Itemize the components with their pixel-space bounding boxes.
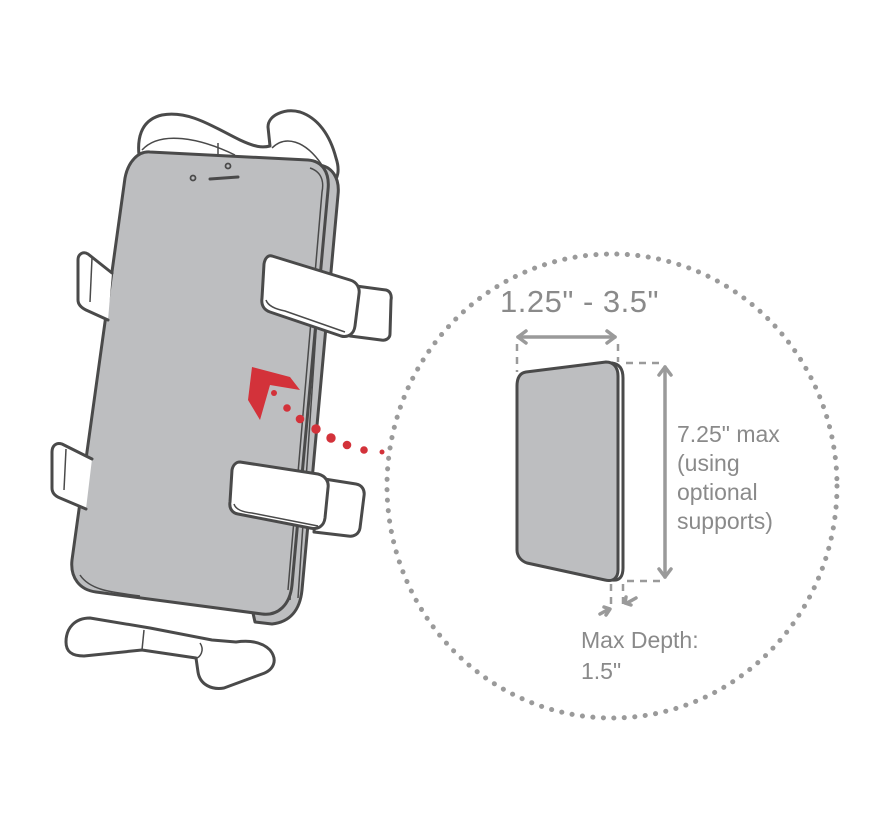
holder-right-lower-arm: [228, 460, 366, 538]
holder-bottom-feet: [64, 616, 276, 690]
phone-earpiece: [189, 162, 240, 182]
max-height-note-line2: optional: [677, 479, 758, 505]
max-height-note-line3: supports): [677, 508, 773, 534]
max-depth-value: 1.5": [581, 658, 622, 684]
zoom-circle: [384, 251, 840, 721]
red-corner-arrow-icon: [248, 367, 300, 420]
max-depth-label: Max Depth: 1.5": [581, 625, 699, 687]
max-height-value: 7.25" max: [677, 421, 780, 447]
callout-indicator: [248, 367, 385, 455]
width-range-label: 1.25" - 3.5": [500, 284, 659, 319]
max-height-note-line1: (using: [677, 450, 740, 476]
max-depth-title: Max Depth:: [581, 627, 699, 653]
height-dimension: [626, 361, 673, 583]
holder-right-upper-arm: [260, 254, 393, 342]
holder-left-lower-arm: [50, 442, 94, 511]
width-dimension: [515, 329, 620, 372]
holder-left-upper-arm: [76, 251, 114, 322]
device-silhouette: [515, 360, 625, 582]
depth-dimension: [598, 584, 638, 617]
max-height-label: 7.25" max (using optional supports): [677, 420, 780, 536]
